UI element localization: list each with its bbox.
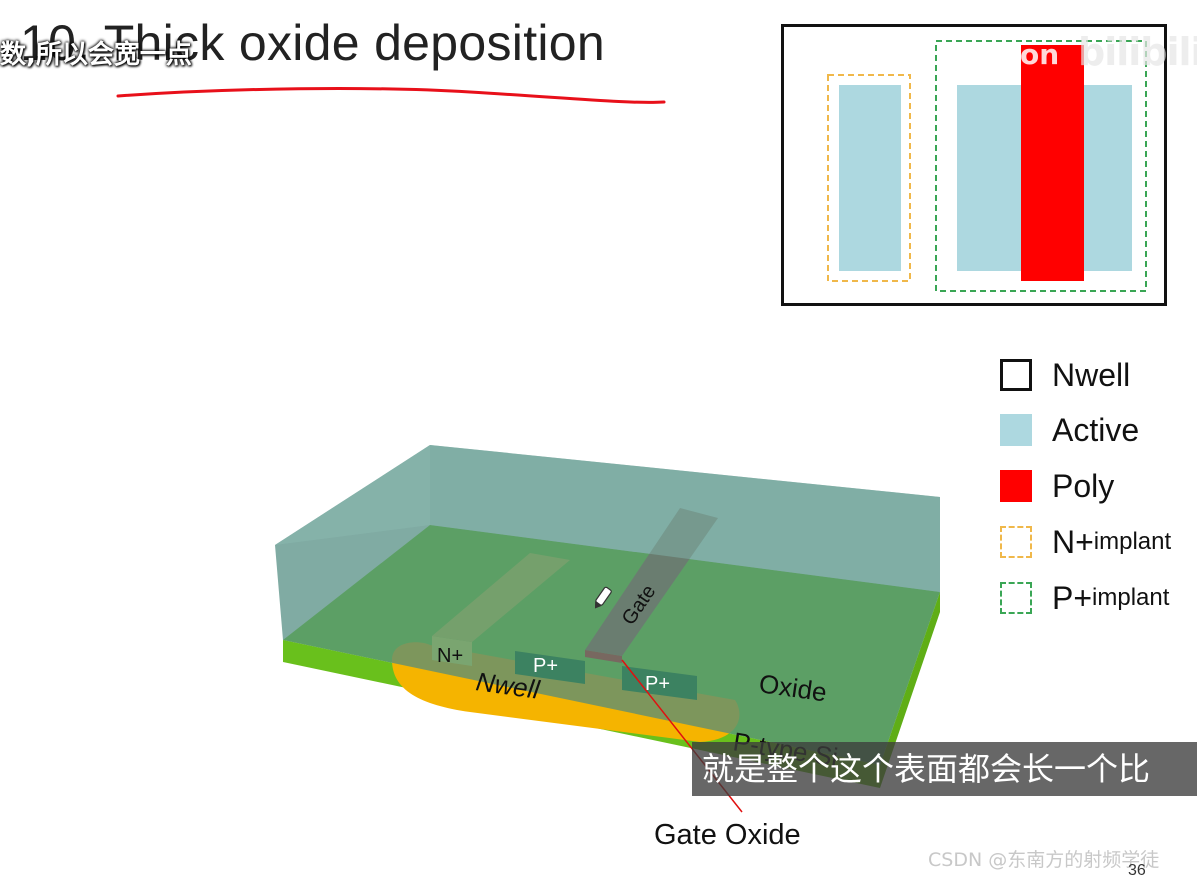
p-plus-left-label: P+ [533, 655, 558, 677]
legend-item-active: Active [1000, 410, 1139, 450]
slide-title: 10. Thick oxide deposition [20, 15, 606, 71]
substrate-right-face [880, 592, 940, 788]
pplus-swatch [1000, 582, 1032, 614]
active-region-left [839, 85, 901, 271]
legend-item-nplus: N+ implant [1000, 522, 1171, 562]
gate-oxide-label: Gate Oxide [654, 819, 801, 851]
p-plus-implant-region [935, 40, 1147, 292]
oxide-top-face [275, 445, 940, 592]
legend-label: P+ [1052, 579, 1093, 616]
layout-view [781, 24, 1167, 306]
poly-gate-region [1021, 45, 1084, 281]
nwell-swatch [1000, 359, 1032, 391]
watermark-prefix: on [1020, 38, 1060, 71]
legend-label: Nwell [1052, 356, 1131, 393]
legend-label: Poly [1052, 467, 1115, 504]
subtitle-bottom: 就是整个这个表面都会长一个比 [692, 742, 1197, 796]
title-underline-annotation [116, 87, 666, 104]
legend-item-nwell: Nwell [1000, 355, 1130, 395]
layout-drawing [827, 40, 1147, 292]
csdn-watermark: CSDN @东南方的射频学徒 [928, 849, 1160, 871]
subtitle-top: 数,所以会宽一点 [0, 40, 192, 70]
oxide-left-face [275, 445, 430, 640]
legend-label: Active [1052, 411, 1140, 448]
poly-swatch [1000, 470, 1032, 502]
bilibili-watermark: bilibili [1078, 30, 1197, 74]
cross-section-diagram: N+ P+ P+ Gate Nwell Oxide P-type Si [275, 445, 940, 813]
legend-label: N+ [1052, 523, 1094, 560]
legend-suffix: implant [1092, 584, 1170, 611]
page-number: 36 [1128, 862, 1146, 879]
legend-suffix: implant [1093, 528, 1172, 555]
n-plus-implant-region [827, 74, 911, 282]
legend-item-pplus: P+ implant [1000, 578, 1169, 618]
n-plus-label: N+ [437, 645, 463, 667]
legend-item-poly: Poly [1000, 466, 1114, 506]
pen-cursor-icon [594, 586, 612, 609]
p-plus-right-label: P+ [645, 673, 670, 695]
nplus-swatch [1000, 526, 1032, 558]
active-swatch [1000, 414, 1032, 446]
